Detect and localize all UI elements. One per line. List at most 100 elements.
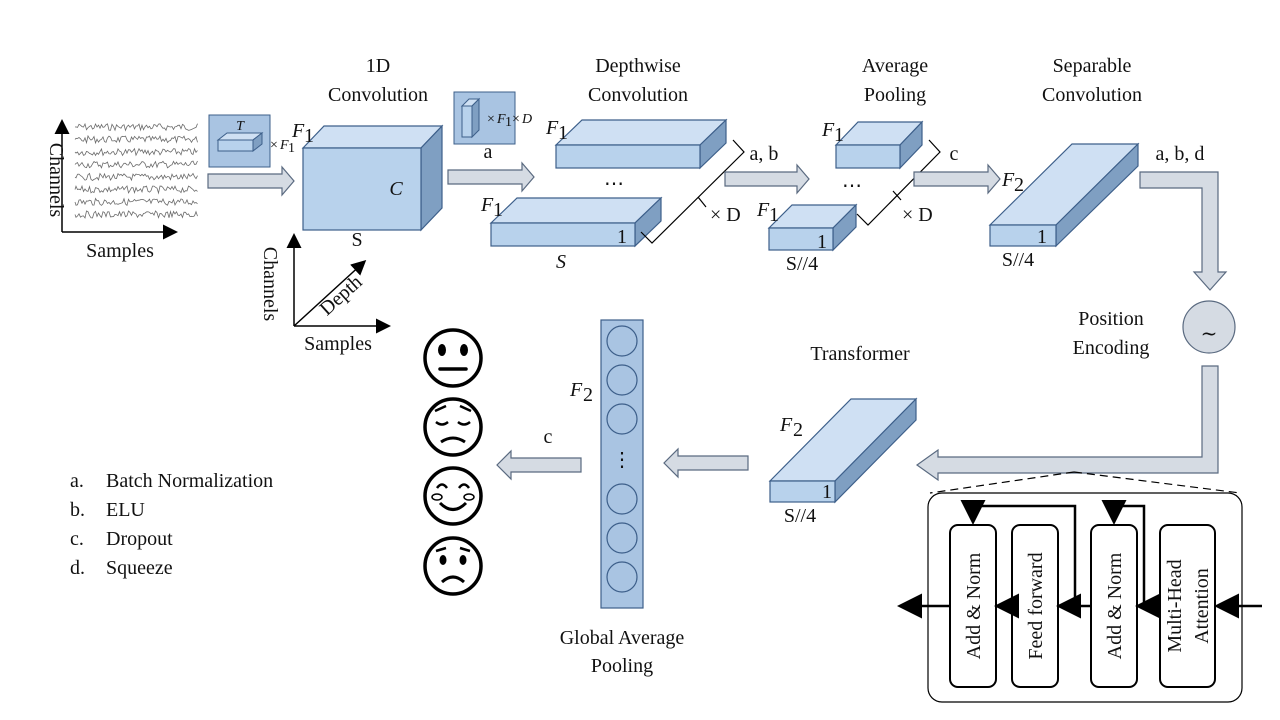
legend-key-d: d. bbox=[70, 557, 85, 579]
position-encoding: ~ Position Encoding bbox=[1073, 300, 1236, 359]
transformer-bar bbox=[769, 480, 836, 503]
avgpool-title-line2: Pooling bbox=[864, 84, 926, 106]
depthwise-title-line1: Depthwise bbox=[595, 55, 681, 77]
dw-one: 1 bbox=[617, 226, 627, 248]
avgpool-ab-label: a, b bbox=[750, 143, 779, 165]
flow-arrow-input bbox=[207, 165, 295, 197]
dw-filter-times: × bbox=[487, 112, 495, 127]
eeg-input-plot: Channels Samples bbox=[45, 119, 198, 262]
depthwise-top-bar bbox=[555, 144, 701, 169]
conv1d-title-line2: Convolution bbox=[328, 84, 428, 106]
ap-bot-F1-sub: 1 bbox=[769, 204, 779, 226]
conv1d-title-line1: 1D bbox=[366, 55, 390, 77]
gap-c-label: c bbox=[544, 426, 553, 448]
sc-S4: S//4 bbox=[1002, 249, 1034, 271]
depthwise-brace bbox=[640, 139, 745, 244]
gap-unit-5 bbox=[606, 522, 638, 554]
ap-dots: ⋯ bbox=[842, 175, 862, 197]
pe-line1: Position bbox=[1078, 308, 1144, 330]
legend-key-b: b. bbox=[70, 499, 85, 521]
conv1d-F1-sub: 1 bbox=[304, 125, 314, 147]
zoom-line-left bbox=[929, 471, 1075, 494]
flow-arrow-transformer bbox=[663, 447, 749, 479]
eeg-trace bbox=[74, 147, 198, 157]
sc-F2: F bbox=[1001, 169, 1015, 191]
conv1d-filter-bar bbox=[216, 131, 264, 153]
flow-arrow-avgpool bbox=[913, 163, 1001, 195]
ap-top-F1: F bbox=[821, 119, 835, 141]
avgpool-block: Average Pooling F 1 ⋯ F 1 1 S//4 × D bbox=[756, 55, 941, 275]
gap-F2-sub: 2 bbox=[583, 384, 593, 406]
gap-dots: ⋮ bbox=[612, 449, 632, 471]
depthwise-block: Depthwise Convolution × F 1 × D a F 1 ⋯ … bbox=[453, 55, 745, 273]
legend-text-a: Batch Normalization bbox=[106, 470, 273, 492]
dw-filter-times2: × bbox=[512, 112, 520, 127]
eeg-trace bbox=[74, 122, 198, 132]
dw-top-F1-sub: 1 bbox=[558, 122, 568, 144]
avgpool-brace bbox=[856, 139, 941, 226]
depthwise-filter-bar bbox=[460, 97, 481, 139]
dw-bot-F1: F bbox=[480, 194, 494, 216]
legend-text-d: Squeeze bbox=[106, 557, 173, 579]
legend-key-a: a. bbox=[70, 470, 84, 492]
flow-arrow-depthwise bbox=[724, 163, 810, 195]
transformer-detail: Add & Norm Feed forward Add & Norm Multi… bbox=[897, 492, 1262, 703]
sepconv-block: Separable Convolution F 2 1 S//4 a, b, d bbox=[988, 55, 1204, 271]
fear-face-icon bbox=[423, 536, 483, 596]
filter-T-label: T bbox=[236, 119, 245, 134]
pe-line2: Encoding bbox=[1073, 337, 1150, 359]
dw-top-F1: F bbox=[545, 117, 559, 139]
eeg-traces bbox=[74, 122, 198, 219]
add-norm-1-label: Add & Norm bbox=[1104, 552, 1126, 659]
dw-a-label: a bbox=[484, 141, 493, 163]
dw-dots: ⋯ bbox=[604, 173, 624, 195]
gap-block: ⋮ F 2 Global Average Pooling bbox=[560, 319, 685, 677]
gap-unit-1 bbox=[606, 325, 638, 357]
samples-label: Samples bbox=[86, 240, 154, 262]
legend-key-c: c. bbox=[70, 528, 84, 550]
legend-text-c: Dropout bbox=[106, 528, 173, 550]
ap-bot-F1: F bbox=[756, 199, 770, 221]
eeg-trace bbox=[74, 210, 198, 219]
flow-arrow-gap bbox=[496, 449, 582, 481]
conv1d-C-label: C bbox=[389, 178, 403, 200]
filter-times-label: × bbox=[270, 138, 278, 153]
dw-xD: × D bbox=[710, 204, 741, 226]
dw-filter-F1-sub: 1 bbox=[505, 115, 512, 130]
eeg-trace bbox=[74, 134, 198, 145]
sepconv-title-line1: Separable bbox=[1053, 55, 1132, 77]
axes-depth-label: Depth bbox=[315, 271, 366, 320]
gap-title-line1: Global Average bbox=[560, 627, 685, 649]
ap-xD: × D bbox=[902, 204, 933, 226]
add-norm-2-label: Add & Norm bbox=[963, 552, 985, 659]
legend-text-b: ELU bbox=[106, 499, 145, 521]
dw-filter-F1: F bbox=[496, 112, 506, 127]
gap-unit-4 bbox=[606, 483, 638, 515]
tf-S4: S//4 bbox=[784, 505, 816, 527]
dw-S: S bbox=[556, 251, 566, 273]
axes-3d: Channels Depth Samples bbox=[259, 233, 391, 355]
avgpool-title-line1: Average bbox=[862, 55, 928, 77]
transformer-title: Transformer bbox=[810, 343, 910, 365]
gap-title-line2: Pooling bbox=[591, 655, 653, 677]
conv1d-block: 1D Convolution T × F 1 F 1 C S bbox=[208, 55, 444, 251]
flow-arrow-sepconv bbox=[1139, 171, 1228, 291]
axes-samples-label: Samples bbox=[304, 333, 372, 355]
gap-unit-3 bbox=[606, 403, 638, 435]
sc-F2-sub: 2 bbox=[1014, 174, 1024, 196]
conv1d-cube-top bbox=[301, 125, 444, 149]
tf-F2: F bbox=[779, 414, 793, 436]
sad-face-icon bbox=[423, 397, 483, 457]
legend: a. Batch Normalization b. ELU c. Dropout… bbox=[70, 470, 273, 579]
flow-arrow-position-encoding bbox=[915, 365, 1219, 482]
ap-S4: S//4 bbox=[786, 253, 818, 275]
transformer-block: Transformer F 2 1 S//4 bbox=[768, 343, 918, 527]
sepconv-bar bbox=[989, 224, 1057, 247]
depthwise-bottom-bar bbox=[490, 222, 636, 247]
depthwise-title-line2: Convolution bbox=[588, 84, 688, 106]
conv1d-cube-front bbox=[302, 147, 422, 231]
avgpool-top-bar bbox=[835, 144, 901, 169]
sepconv-title-line2: Convolution bbox=[1042, 84, 1142, 106]
channels-label: Channels bbox=[45, 143, 67, 218]
